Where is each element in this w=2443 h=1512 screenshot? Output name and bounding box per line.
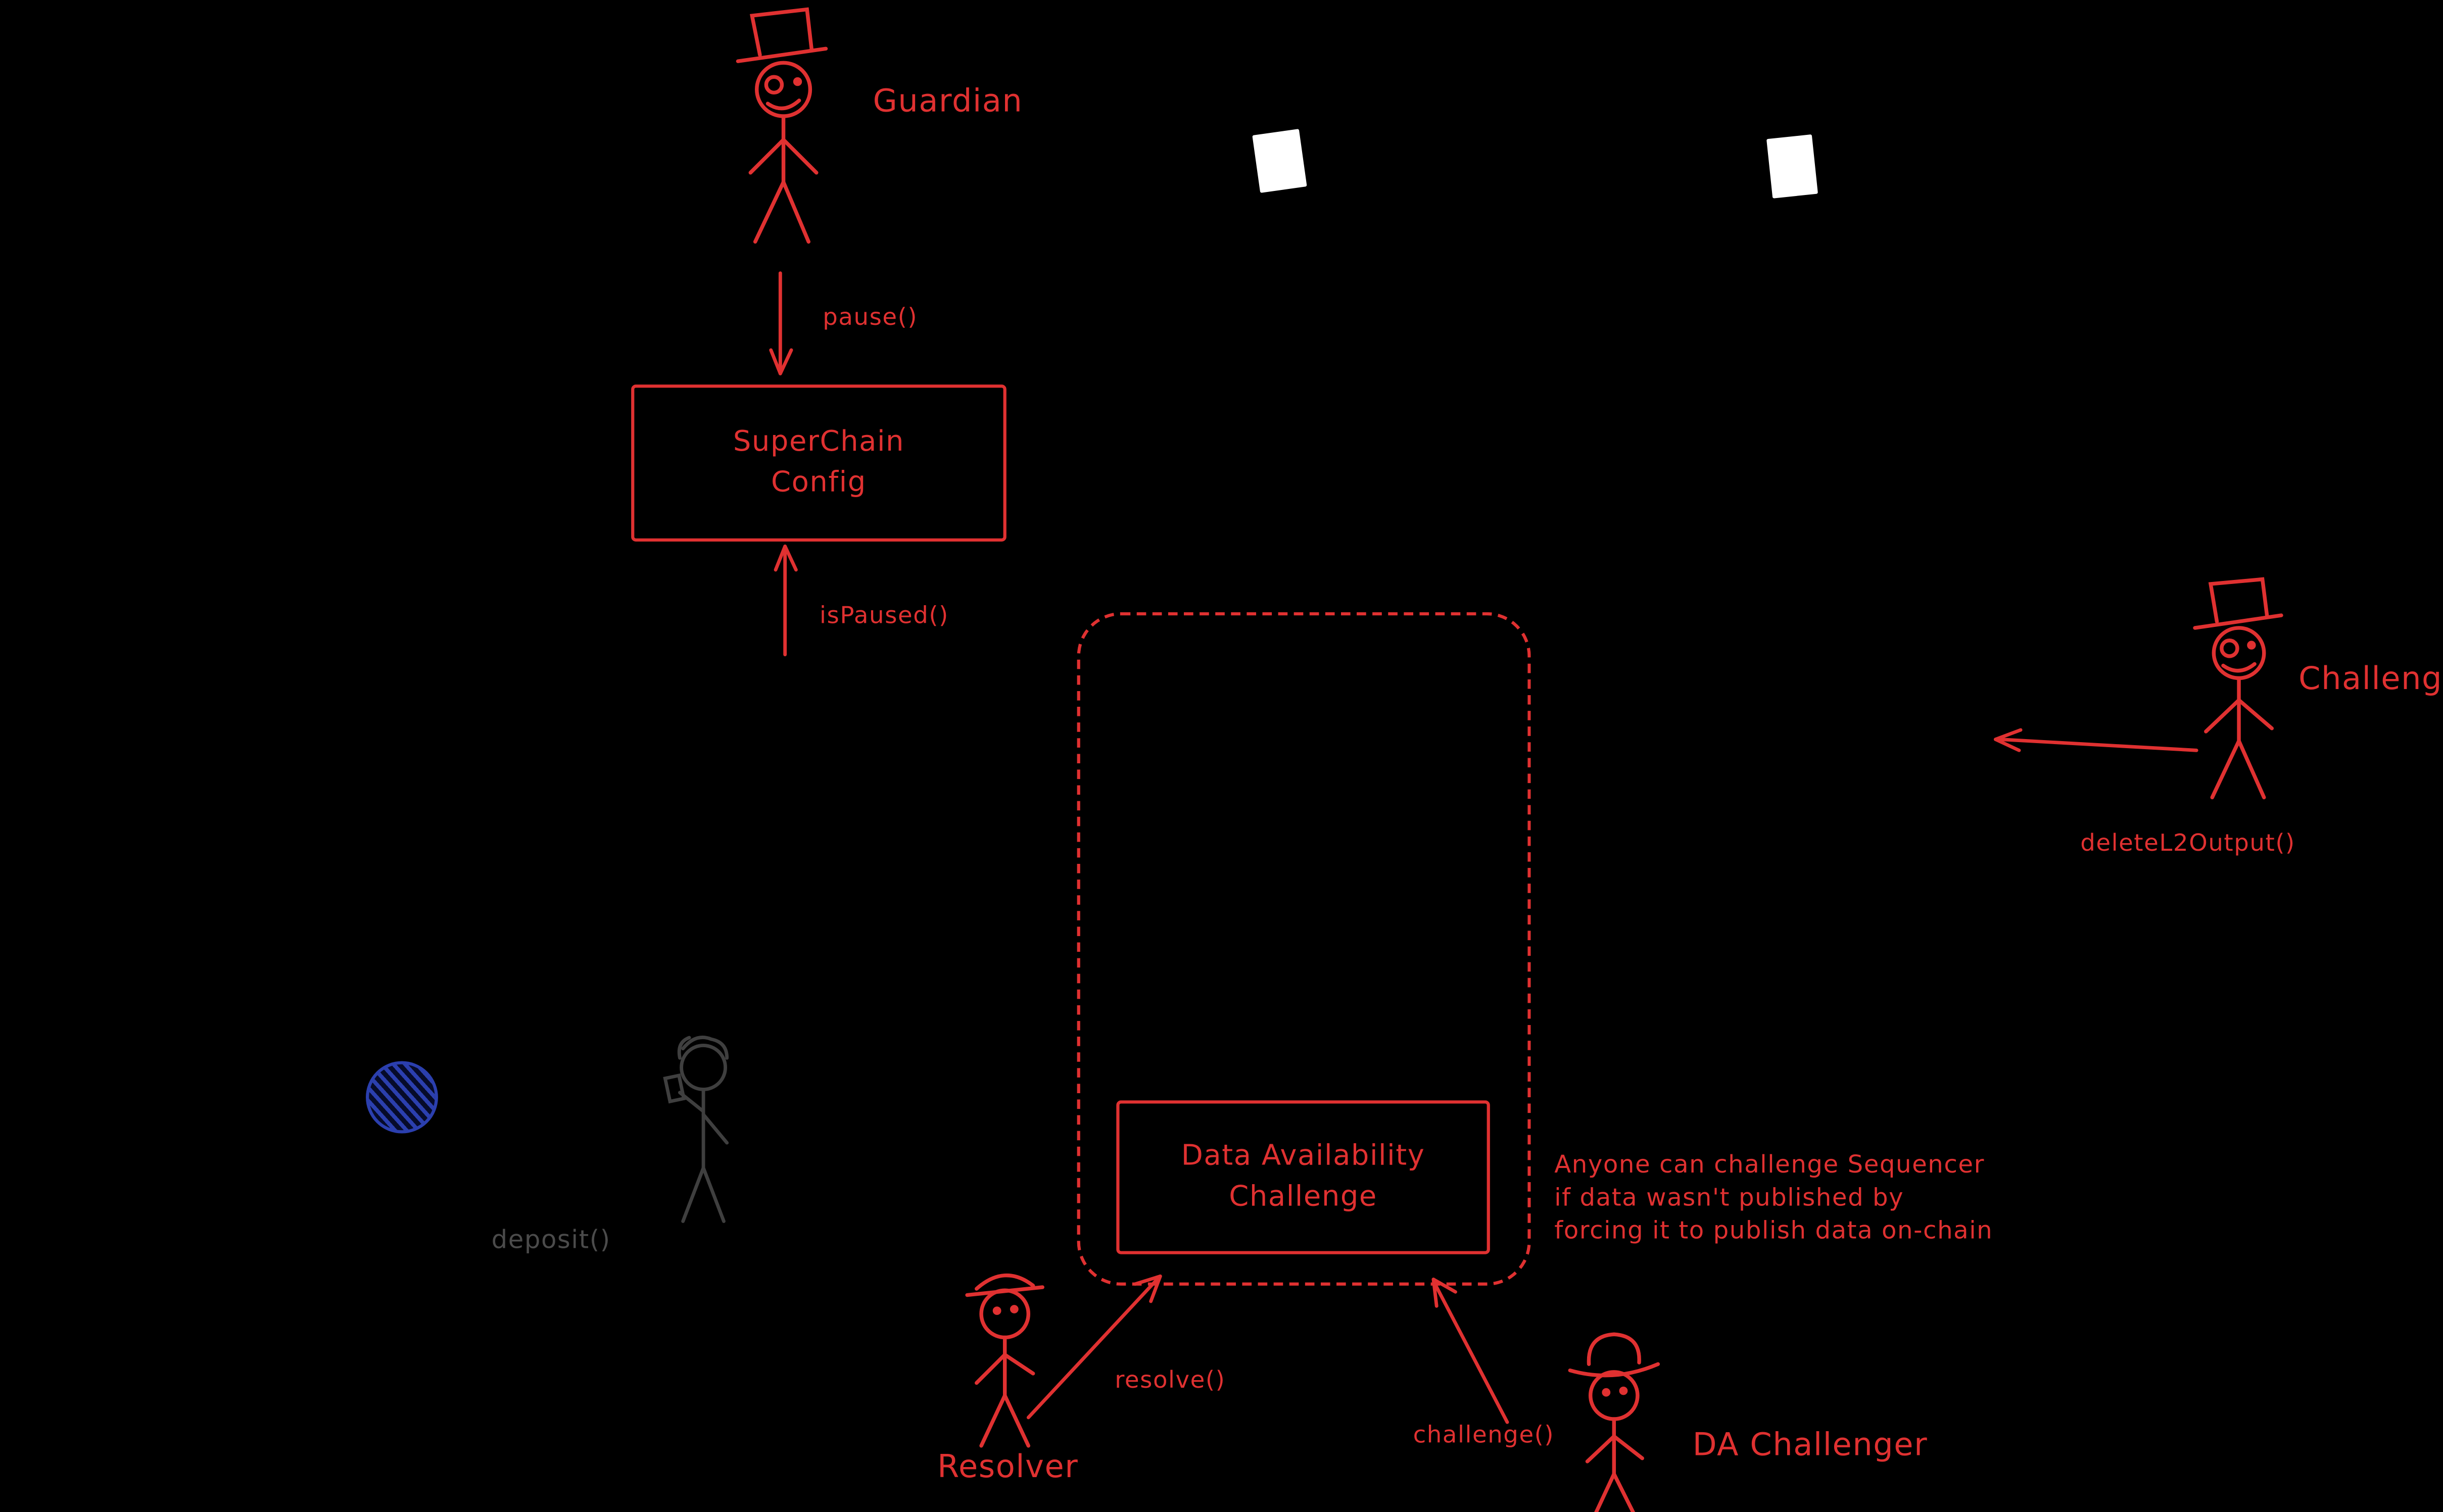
pause-arrow bbox=[769, 271, 793, 375]
resolve-arrow bbox=[1026, 1274, 1162, 1420]
delete-l2-output-label: deleteL2Output() bbox=[2080, 828, 2295, 857]
resolve-action-label: resolve() bbox=[1115, 1365, 1226, 1394]
data-availability-challenge-box: Data Availability Challenge bbox=[1116, 1100, 1490, 1254]
annotation-line1: Anyone can challenge Sequencer bbox=[1554, 1150, 1985, 1179]
challenge-group-container bbox=[1077, 612, 1531, 1286]
challenge-action-label: challenge() bbox=[1413, 1421, 1555, 1449]
resolver-label: Resolver bbox=[937, 1447, 1079, 1485]
ispaused-action-label: isPaused() bbox=[820, 601, 949, 630]
eth-coin-icon bbox=[366, 1061, 438, 1134]
da-challenge-line2: Challenge bbox=[1229, 1180, 1377, 1213]
resolver-stick-figure-icon bbox=[965, 1273, 1044, 1448]
ispaused-arrow bbox=[774, 544, 798, 657]
superchain-config-line2: Config bbox=[771, 466, 867, 500]
challenger-stick-figure-icon bbox=[2193, 577, 2283, 800]
annotation-line3: forcing it to publish data on-chain bbox=[1554, 1216, 1993, 1245]
challenger-label: Challenger bbox=[2298, 659, 2443, 697]
challenge-annotation: Anyone can challenge Sequencer if data w… bbox=[1554, 1149, 1993, 1248]
depositor-stick-figure-icon bbox=[663, 1036, 729, 1223]
deposit-action-label: deposit() bbox=[491, 1224, 611, 1254]
superchain-config-box: SuperChain Config bbox=[631, 384, 1007, 542]
delete-l2-output-arrow bbox=[1993, 728, 2198, 752]
da-challenger-label: DA Challenger bbox=[1692, 1425, 1928, 1464]
da-challenge-line1: Data Availability bbox=[1181, 1139, 1425, 1173]
document-icon bbox=[1766, 134, 1818, 199]
da-challenger-stick-figure-icon bbox=[1568, 1332, 1660, 1512]
guardian-label: Guardian bbox=[873, 81, 1023, 120]
superchain-config-line1: SuperChain bbox=[733, 425, 905, 459]
document-icon bbox=[1252, 129, 1307, 193]
challenge-arrow bbox=[1431, 1278, 1509, 1424]
annotation-line2: if data wasn't published by bbox=[1554, 1183, 1904, 1212]
pause-action-label: pause() bbox=[823, 303, 918, 331]
guardian-stick-figure-icon bbox=[736, 7, 828, 244]
